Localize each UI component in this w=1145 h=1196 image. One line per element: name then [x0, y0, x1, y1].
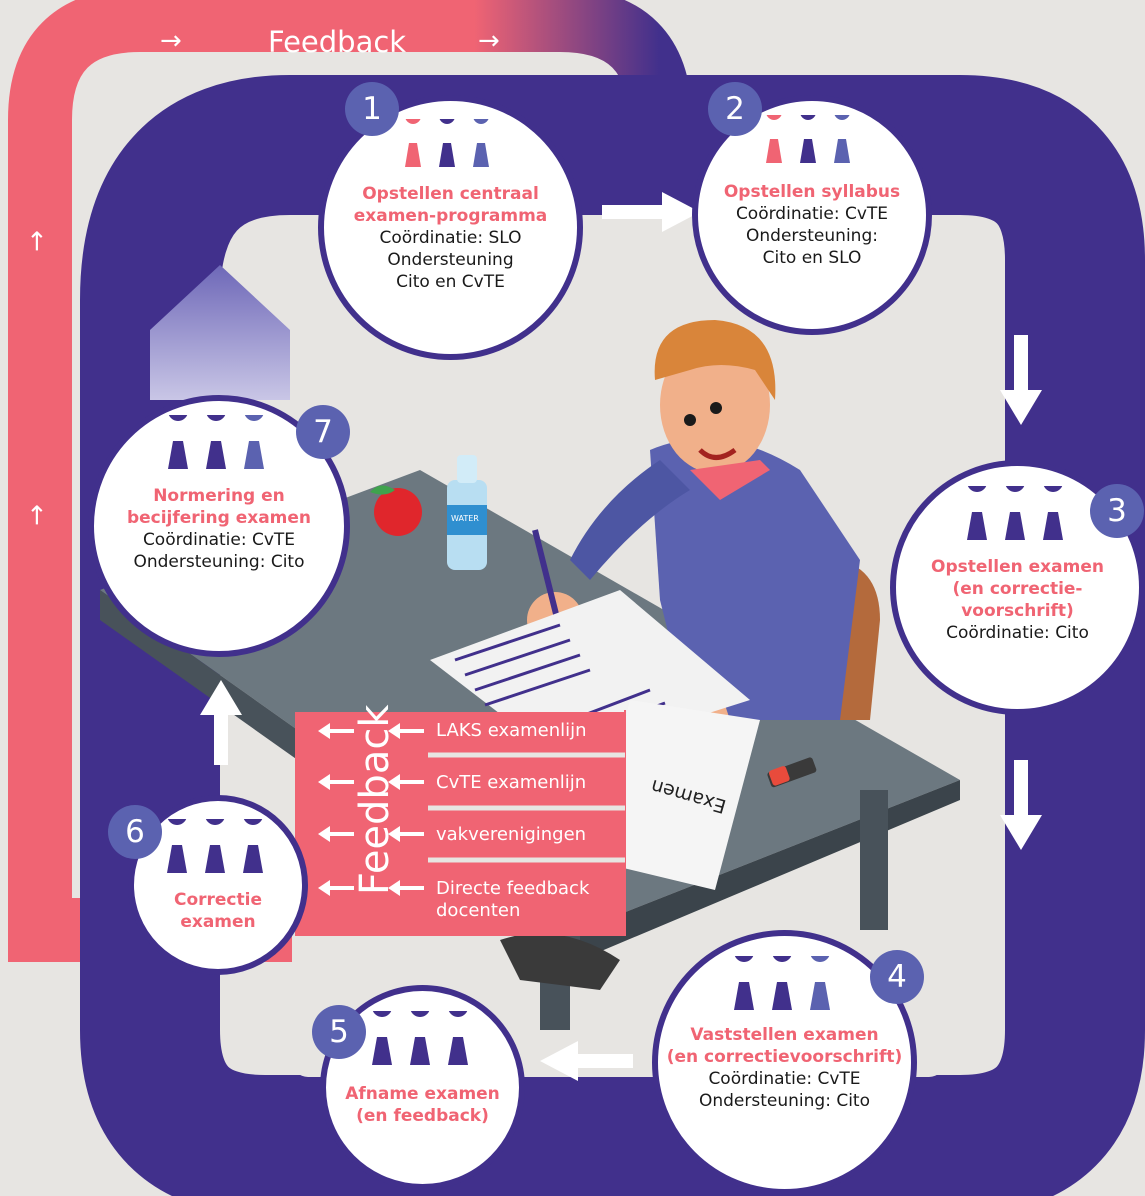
cycle-arrows — [200, 192, 1042, 1081]
step-2-line-1: Coördinatie: CvTE — [735, 204, 889, 224]
step-1-pawns-icon — [324, 119, 577, 173]
top-feedback-label: Feedback — [268, 25, 407, 59]
step-4-pawns-icon — [658, 956, 911, 1016]
step-5-pawns-icon — [326, 1011, 519, 1071]
step-4-line-2: Ondersteuning: Cito — [698, 1091, 870, 1111]
step-2-line-2: Ondersteuning: — [746, 226, 878, 246]
step-2-number: 2 — [708, 82, 762, 136]
fade-up-arrow — [150, 265, 290, 400]
feedback-box-separators — [428, 752, 625, 863]
step-1-number: 1 — [345, 82, 399, 136]
step-5-title-2: (en feedback) — [356, 1106, 489, 1126]
step-4-number: 4 — [870, 950, 924, 1004]
step-6-pawns-icon — [134, 819, 302, 879]
step-1-line-1: Coördinatie: SLO — [379, 228, 522, 248]
step-3-title-3: voorschrift) — [961, 601, 1074, 621]
step-3-title-2: (en correctie- — [952, 579, 1083, 599]
bottle-label: WATER — [451, 514, 479, 523]
feedback-box-arrows — [318, 710, 626, 936]
step-3-title-1: Opstellen examen — [931, 557, 1104, 577]
step-1-title-1: Opstellen centraal — [362, 184, 539, 204]
feedback-box-label: Feedback — [352, 704, 398, 896]
step-1-circle: Opstellen centraal examen-programma Coör… — [318, 95, 583, 360]
step-7-line-1: Coördinatie: CvTE — [142, 530, 296, 550]
feedback-item-vakverenigingen: vakverenigingen — [436, 824, 587, 845]
purple-cycle-ring — [80, 75, 1145, 1196]
step-7-title-2: becijfering examen — [126, 508, 312, 528]
feedback-item-cvte: CvTE examenlijn — [436, 772, 587, 793]
feedback-box — [295, 712, 625, 936]
step-5-number: 5 — [312, 1005, 366, 1059]
step-4-line-1: Coördinatie: CvTE — [708, 1069, 861, 1089]
step-4-title-1: Vaststellen examen — [690, 1025, 879, 1045]
left-arrow-lower: → — [21, 504, 52, 526]
step-7-number: 7 — [296, 405, 350, 459]
left-arrow-upper: → — [21, 230, 52, 252]
step-1-title-2: examen-programma — [353, 206, 548, 226]
step-1-line-3: Cito en CvTE — [396, 272, 505, 292]
step-2-pawns-icon — [698, 115, 926, 169]
step-3-pawns-icon — [896, 486, 1139, 546]
step-5-title-1: Afname examen — [345, 1084, 500, 1104]
step-2-line-3: Cito en SLO — [762, 248, 862, 268]
top-arrow-right: → — [478, 26, 500, 56]
step-6-number: 6 — [108, 805, 162, 859]
step-4-title-2: (en correctievoorschrift) — [666, 1047, 903, 1067]
top-arrow-left: → — [160, 26, 182, 56]
step-2-title-1: Opstellen syllabus — [723, 182, 901, 202]
step-3-number: 3 — [1090, 484, 1144, 538]
step-7-pawns-icon — [94, 415, 344, 475]
feedback-item-laks: LAKS examenlijn — [436, 720, 587, 741]
step-6-title-1: Correctie — [173, 890, 262, 910]
feedback-item-docenten: Directe feedback docenten — [436, 878, 590, 921]
pink-feedback-loop — [8, 0, 692, 930]
step-1-line-2: Ondersteuning — [387, 250, 514, 270]
step-7-line-2: Ondersteuning: Cito — [133, 552, 305, 572]
step-7-title-1: Normering en — [153, 486, 285, 506]
step-3-line-1: Coördinatie: Cito — [946, 623, 1089, 643]
step-6-title-2: examen — [180, 912, 256, 932]
